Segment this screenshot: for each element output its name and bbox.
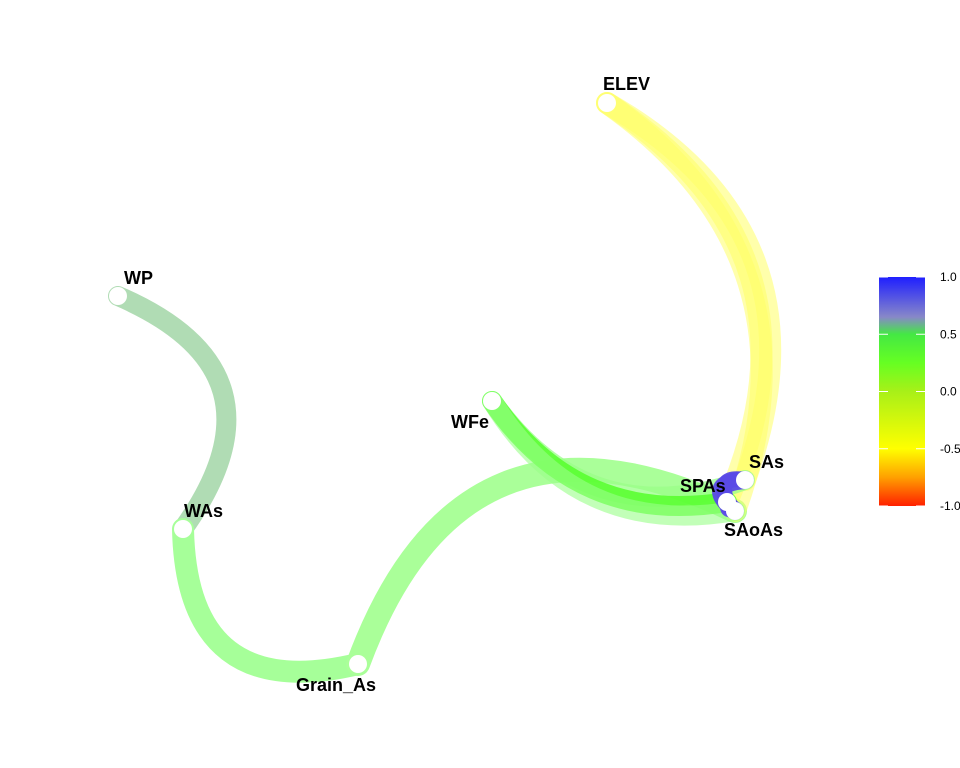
edge-elev-saoas [596,92,773,522]
node-label-wfe: WFe [451,412,489,432]
node-label-elev: ELEV [603,74,650,94]
node-wp [109,287,127,305]
node-grain-as [349,655,367,673]
color-legend: 1.0 0.5 0.0 -0.5 -1.0 [879,270,960,513]
legend-tick-label: -1.0 [940,499,960,513]
node-label-spas: SPAs [680,476,726,496]
legend-tick-label: 0.5 [940,327,957,341]
edge-wfe-saoas [482,391,745,526]
node-label-wp: WP [124,268,153,288]
node-label-sas: SAs [749,452,784,472]
node-label-saoas: SAoAs [724,520,783,540]
node-label-was: WAs [184,501,223,521]
edge-was-grain-as [172,518,369,683]
legend-tick-label: 0.0 [940,385,957,399]
node-wfe [483,392,501,410]
node-saoas [726,502,744,520]
edge-wp-was [108,286,237,539]
node-elev [598,94,616,112]
legend-tick-label: -0.5 [940,442,960,456]
node-was [174,520,192,538]
node-sas [736,471,754,489]
edges-layer [108,92,782,683]
node-label-grain-as: Grain_As [296,675,376,695]
edge-grain-as-saoas [346,457,747,676]
legend-tick-label: 1.0 [940,270,957,284]
